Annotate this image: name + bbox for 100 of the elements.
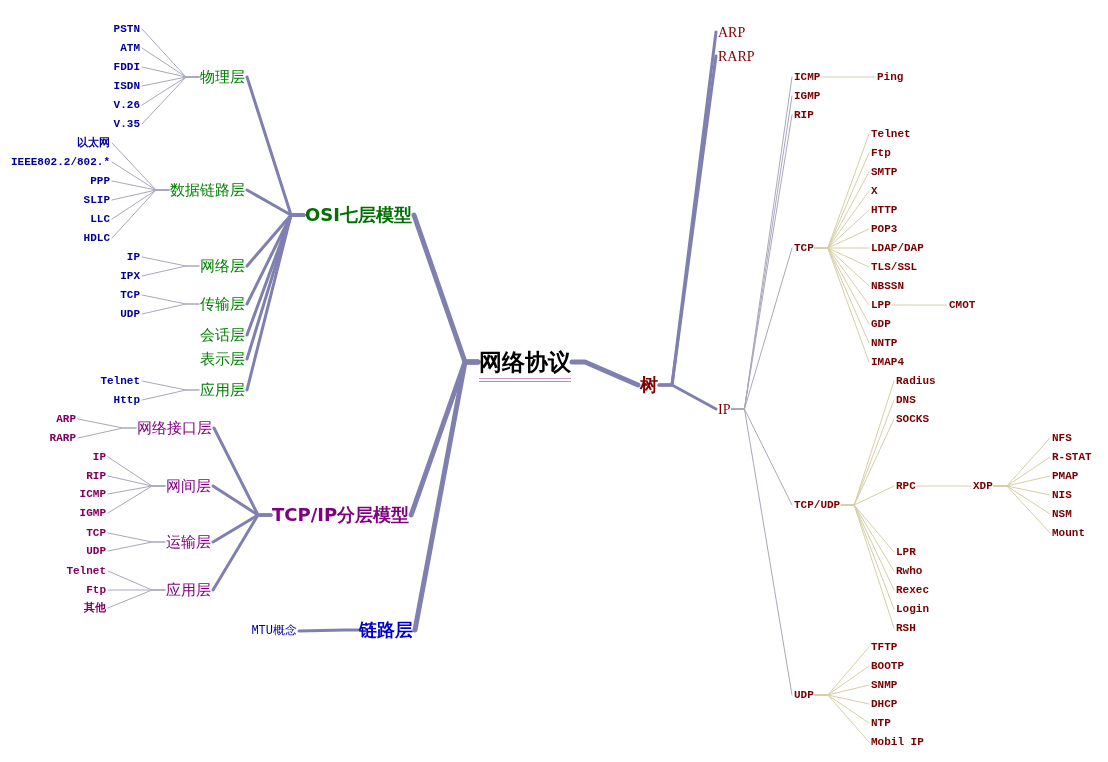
protocol-label: ICMP [79, 487, 106, 501]
connector-line [211, 513, 273, 592]
protocol-label: R-STAT [1052, 450, 1092, 464]
subtopic: 物理层 [200, 68, 245, 86]
protocol-label: SMTP [871, 165, 898, 179]
subtopic: 网间层 [166, 477, 211, 495]
subtopic: 会话层 [200, 326, 245, 344]
connector-line [840, 504, 895, 629]
protocol-label: Ftp [871, 146, 891, 160]
protocol-label: X [871, 184, 878, 198]
connector-line [657, 383, 718, 411]
protocol-label: IGMP [794, 89, 821, 103]
protocol-label: V.35 [113, 117, 140, 131]
connector-line [141, 389, 200, 401]
protocol-label: IMAP4 [871, 355, 904, 369]
protocol-label: GDP [871, 317, 891, 331]
protocol-label: SLIP [83, 193, 110, 207]
protocol-label: RPC [896, 479, 916, 493]
protocol-label: XDP [973, 479, 993, 493]
connector-line [820, 76, 876, 78]
connector-line [412, 359, 481, 633]
concept-label: MTU概念 [251, 623, 297, 639]
connector-line [111, 189, 170, 239]
protocol-label: LDAP/DAP [871, 241, 924, 255]
protocol-label: TLS/SSL [871, 260, 918, 274]
connector-line [141, 76, 200, 125]
protocol-label: 其他 [84, 601, 106, 615]
main-topic: 树 [640, 374, 658, 396]
subtopic: 数据链路层 [170, 181, 245, 199]
connector-line [107, 589, 166, 609]
protocol-label: SNMP [871, 678, 898, 692]
main-topic: TCP/IP分层模型 [272, 504, 410, 526]
subtopic: 应用层 [200, 381, 245, 399]
protocol-label: TFTP [871, 640, 898, 654]
protocol-label: NBSSN [871, 279, 904, 293]
protocol-label: LPR [896, 545, 916, 559]
connector-line [107, 485, 166, 514]
protocol-label: SOCKS [896, 412, 929, 426]
protocol-label: HDLC [83, 231, 110, 245]
subtopic: 表示层 [200, 350, 245, 368]
protocol-label: IPX [120, 269, 140, 283]
connector-line [730, 408, 793, 696]
protocol-label: NFS [1052, 431, 1072, 445]
protocol-label: PPP [90, 174, 110, 188]
protocol-label: CMOT [949, 298, 976, 312]
protocol-label: Mount [1052, 526, 1085, 540]
connector-line [569, 359, 641, 388]
subtopic: 应用层 [166, 581, 211, 599]
protocol-label: ARP [56, 412, 76, 426]
protocol-label: DNS [896, 393, 916, 407]
protocol-label: LLC [90, 212, 110, 226]
protocol-label: Rwho [896, 564, 923, 578]
connector-line [297, 628, 360, 633]
protocol-label: Telnet [871, 127, 911, 141]
connector-line [916, 485, 972, 487]
protocol-label: IP [92, 450, 106, 464]
protocol-label: ATM [120, 41, 140, 55]
protocol-label: BOOTP [871, 659, 904, 673]
protocol-label: V.26 [113, 98, 140, 112]
protocol-label: HTTP [871, 203, 898, 217]
subtopic: IP [718, 400, 731, 418]
protocol-label: IEEE802.2/802.* [10, 155, 110, 169]
subtopic: 运输层 [166, 533, 211, 551]
protocol-label: UDP [120, 307, 140, 321]
protocol-label: Rexec [896, 583, 929, 597]
protocol-label: 以太网 [77, 136, 110, 150]
connector-line [77, 427, 137, 439]
protocol-label: RSH [896, 621, 916, 635]
protocol-label: PMAP [1052, 469, 1079, 483]
subtopic: 网络接口层 [137, 419, 212, 437]
protocol-label: Http [113, 393, 140, 407]
protocol-label: ISDN [113, 79, 140, 93]
protocol-label: DHCP [871, 697, 898, 711]
protocol-label: UDP [86, 544, 106, 558]
protocol-label: RIP [86, 469, 106, 483]
protocol-label: TCP [120, 288, 140, 302]
protocol-label: TCP/UDP [794, 498, 841, 512]
central-topic: 网络协议 [479, 348, 571, 382]
subtopic: ARP [718, 23, 746, 41]
subtopic: 传输层 [200, 295, 245, 313]
protocol-label: Telnet [66, 564, 106, 578]
connector-line [107, 541, 166, 552]
connector-line [141, 303, 200, 315]
protocol-label: RARP [49, 431, 76, 445]
protocol-label: LPP [871, 298, 891, 312]
subtopic: RARP [718, 47, 755, 65]
protocol-label: Telnet [100, 374, 140, 388]
subtopic: 网络层 [200, 257, 245, 275]
protocol-label: Login [896, 602, 929, 616]
protocol-label: IGMP [79, 506, 106, 520]
protocol-label: ICMP [794, 70, 821, 84]
protocol-label: Ping [877, 70, 904, 84]
connector-line [141, 265, 200, 277]
protocol-label: PSTN [113, 22, 140, 36]
connector-line [891, 304, 948, 306]
protocol-label: NNTP [871, 336, 898, 350]
protocol-label: RIP [794, 108, 814, 122]
protocol-label: IP [126, 250, 140, 264]
protocol-label: POP3 [871, 222, 898, 236]
connector-line [814, 247, 870, 363]
